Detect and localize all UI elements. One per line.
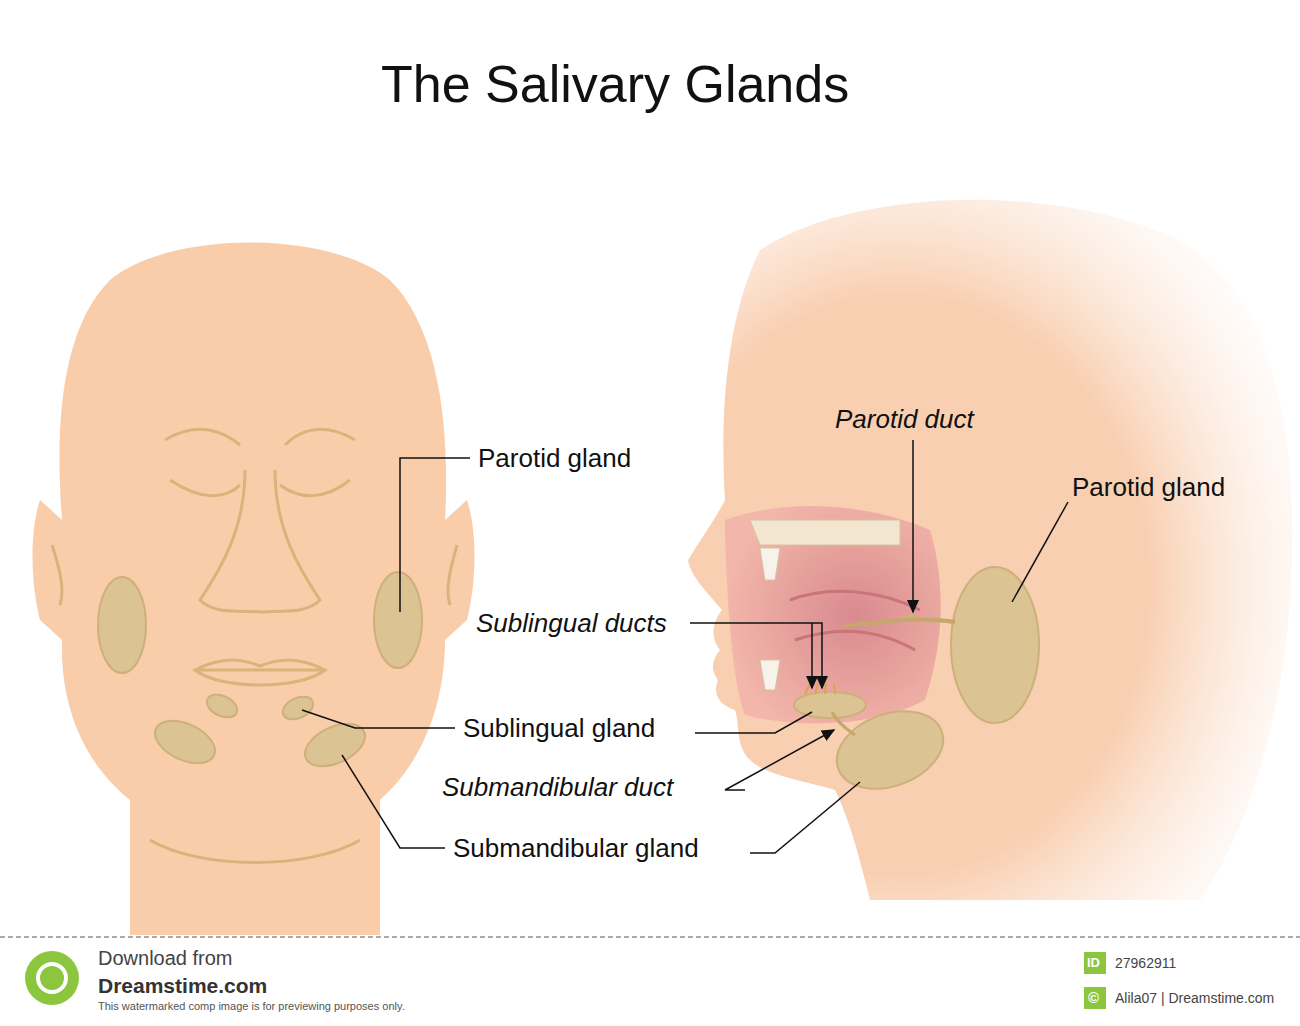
gland-label: Parotid gland [1072, 474, 1225, 500]
gland-label: Parotid gland [478, 445, 631, 471]
gland-label: Sublingual gland [463, 715, 655, 741]
watermark-note: This watermarked comp image is for previ… [98, 1001, 405, 1012]
watermark-text: Dreamstime.com [98, 975, 267, 996]
id-badge: ID [1087, 956, 1100, 969]
leader-lines [302, 440, 1068, 853]
duct-label: Sublingual ducts [476, 610, 667, 636]
image-id: 27962911 [1115, 956, 1176, 970]
profile-head [688, 200, 1292, 900]
front-head [33, 243, 475, 936]
stock-bar [0, 937, 1300, 1009]
credit-text: Alila07 | Dreamstime.com [1115, 991, 1274, 1005]
watermark-text: Download from [98, 948, 233, 968]
duct-label: Parotid duct [835, 406, 974, 432]
duct-label: Submandibular duct [442, 774, 673, 800]
diagram-title: The Salivary Glands [381, 58, 849, 110]
gland-label: Submandibular gland [453, 835, 699, 861]
copyright-badge: © [1088, 990, 1099, 1005]
